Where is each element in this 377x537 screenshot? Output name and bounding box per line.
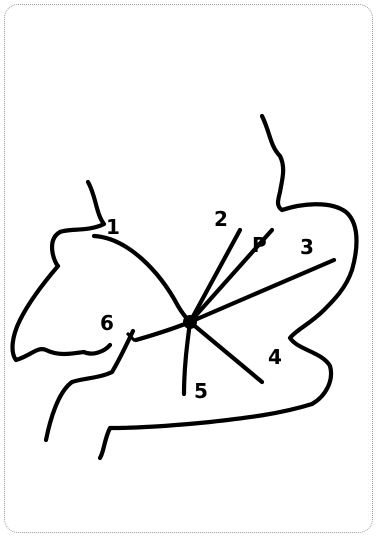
left-region-outline xyxy=(13,182,110,360)
line-6 xyxy=(136,322,190,340)
right-region-outline xyxy=(100,116,357,458)
label-1: 1 xyxy=(106,215,120,239)
line-4 xyxy=(190,322,262,382)
label-3: 3 xyxy=(300,235,314,259)
line-3 xyxy=(190,260,334,322)
label-5: 5 xyxy=(194,379,208,403)
line-5 xyxy=(184,322,190,394)
central-point xyxy=(183,315,197,329)
label-6: 6 xyxy=(100,311,114,335)
label-4: 4 xyxy=(268,345,282,369)
label-p: P xyxy=(252,233,267,257)
label-2: 2 xyxy=(214,207,228,231)
line-1 xyxy=(94,236,190,322)
chin-outline xyxy=(46,331,133,440)
